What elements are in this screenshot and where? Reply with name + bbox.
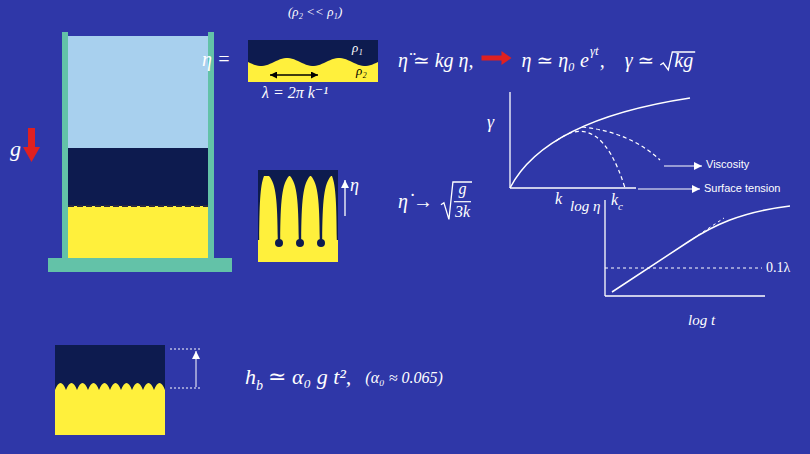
spike-drop bbox=[317, 239, 325, 247]
container-base bbox=[48, 258, 232, 272]
formula-note: (α₀ ≈ 0.065) bbox=[365, 369, 442, 387]
formula: η̇ → bbox=[398, 190, 433, 213]
axis bbox=[510, 187, 636, 188]
subscript: c bbox=[618, 200, 623, 213]
growth-curve bbox=[510, 98, 690, 188]
spike-drop bbox=[296, 239, 304, 247]
light-fluid bbox=[55, 383, 165, 435]
light-fluid-bottom bbox=[68, 206, 208, 259]
spike bbox=[258, 176, 264, 240]
formula: γ ≃ bbox=[625, 49, 655, 72]
implies-arrow bbox=[481, 51, 511, 65]
heavy-fluid bbox=[258, 170, 338, 262]
gravity-arrow bbox=[28, 128, 35, 148]
density-label: ρ₂ bbox=[356, 64, 367, 79]
heavy-fluid bbox=[55, 345, 165, 435]
formula: , bbox=[600, 49, 605, 72]
spike bbox=[290, 176, 310, 240]
linear-extension bbox=[688, 218, 724, 242]
spike bbox=[311, 176, 331, 240]
formula: h bbox=[245, 364, 256, 389]
spike bbox=[332, 176, 338, 240]
light-fluid bbox=[68, 36, 208, 148]
spike-drop bbox=[275, 239, 283, 247]
growth-curve bbox=[612, 206, 790, 292]
fraction-numerator: g bbox=[458, 180, 466, 198]
formula: η = bbox=[202, 48, 230, 71]
leader-arrow bbox=[664, 165, 702, 166]
fraction-denominator: 3k bbox=[455, 203, 470, 221]
exponent: γt bbox=[590, 44, 599, 59]
formula: ≃ α₀ g t², bbox=[268, 364, 351, 389]
axis-label: γ bbox=[487, 112, 494, 133]
light-fluid bbox=[258, 176, 338, 262]
reference-line bbox=[170, 388, 200, 389]
wavelength-label: λ = 2π k⁻¹ bbox=[262, 84, 328, 102]
amplitude-label: η bbox=[350, 175, 359, 196]
reference-line bbox=[170, 349, 200, 350]
heavy-fluid bbox=[248, 40, 378, 82]
axis-label: k bbox=[555, 190, 562, 208]
light-fluid bbox=[248, 58, 378, 82]
gravity-arrow bbox=[23, 147, 40, 162]
axis bbox=[604, 200, 605, 296]
axis bbox=[605, 295, 765, 296]
axis bbox=[509, 92, 510, 188]
axis-label: k bbox=[611, 191, 618, 209]
container-wall bbox=[62, 32, 68, 260]
leader-arrow bbox=[638, 188, 700, 189]
fraction-bar bbox=[454, 201, 471, 202]
threshold-label: 0.1λ bbox=[766, 260, 790, 276]
density-label: ρ₁ bbox=[352, 41, 363, 56]
amplitude-arrow bbox=[344, 180, 345, 216]
subscript: b bbox=[256, 378, 263, 394]
threshold-line bbox=[605, 268, 762, 269]
curve-label: Viscosity bbox=[706, 158, 749, 171]
formula: η̈ ≃ kg η, bbox=[398, 49, 473, 72]
wavelength-arrow bbox=[270, 74, 318, 75]
radicand: kg bbox=[674, 49, 693, 72]
gravity-label: g bbox=[10, 136, 21, 161]
viscosity-curve bbox=[582, 127, 660, 160]
surface-tension-curve bbox=[556, 131, 625, 188]
spike bbox=[269, 176, 289, 240]
heavy-fluid bbox=[68, 148, 208, 206]
axis-label: log η bbox=[570, 198, 600, 215]
curve-label: Surface tension bbox=[704, 182, 780, 195]
density-condition: (ρ₂ << ρ₁) bbox=[288, 5, 342, 20]
formula: η ≃ η₀ e bbox=[521, 49, 588, 72]
interface-line bbox=[68, 205, 208, 207]
height-arrow bbox=[196, 351, 197, 387]
axis-label: log t bbox=[688, 312, 715, 329]
